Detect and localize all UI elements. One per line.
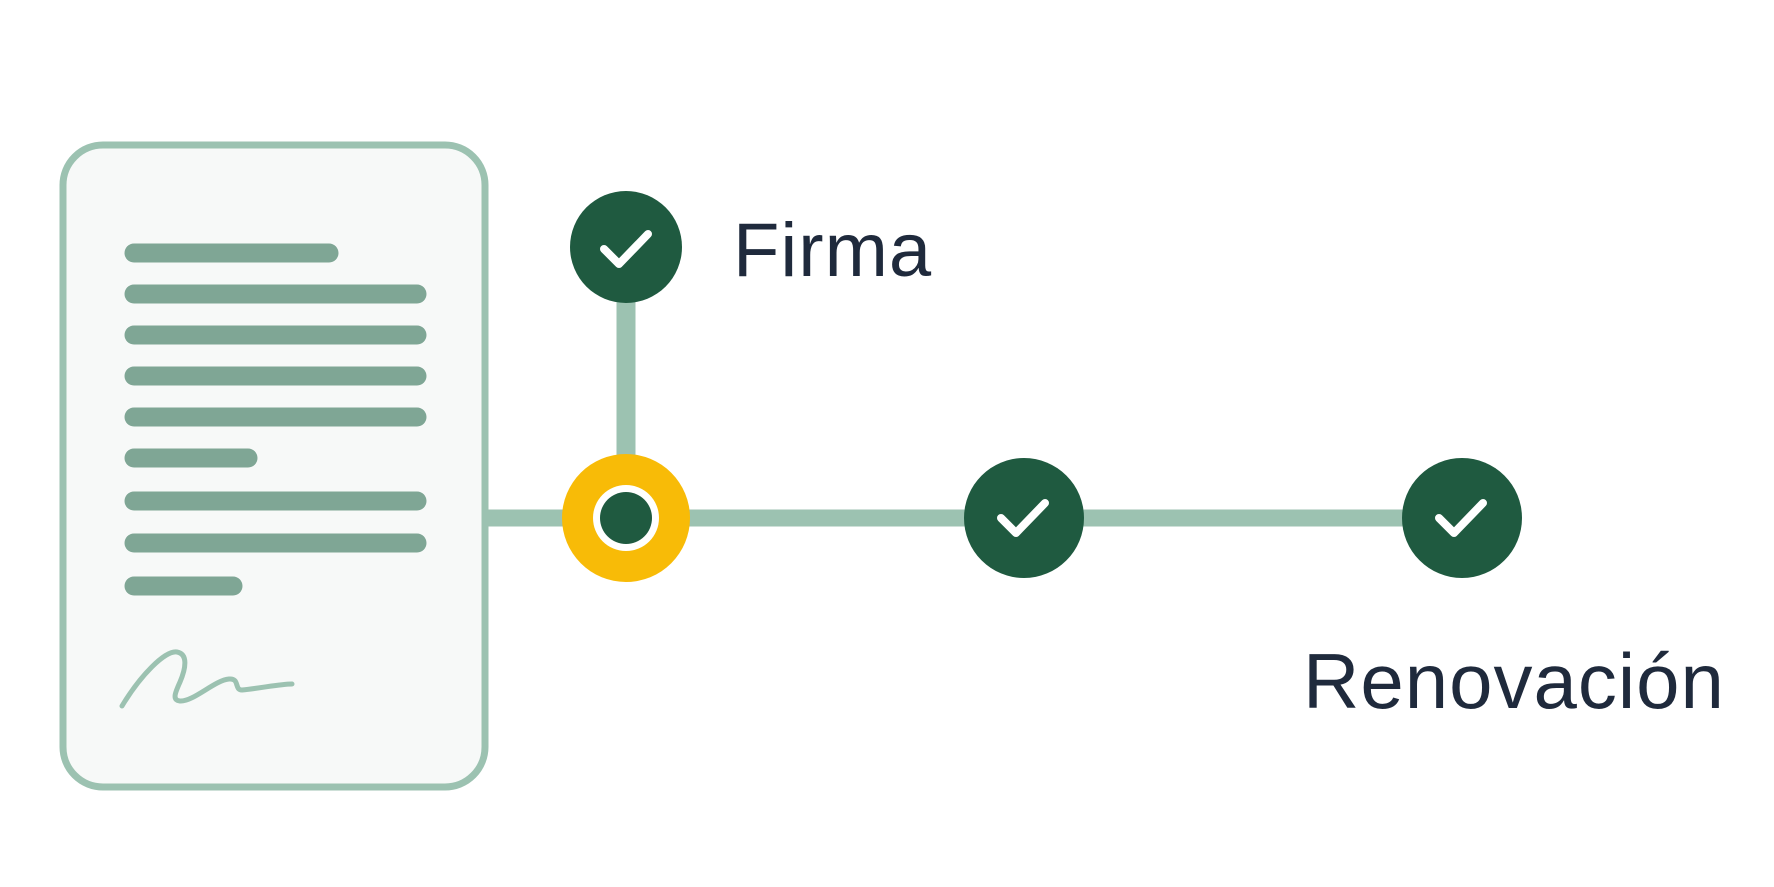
step-node-circle: [1402, 458, 1522, 578]
step-label-firma: Firma: [733, 208, 933, 293]
contract-document-icon: [59, 141, 489, 791]
step-node-renovacion: [1402, 458, 1522, 578]
current-step-center: [600, 492, 652, 544]
step-node-firma: [570, 191, 682, 303]
step-node-circle: [570, 191, 682, 303]
signature-icon: [119, 649, 295, 709]
document-text-lines: [124, 243, 427, 596]
check-icon: [1435, 499, 1487, 537]
step-label-renovacion: Renovación: [1303, 637, 1725, 725]
step-node-current: [562, 454, 690, 582]
step-node-circle: [964, 458, 1084, 578]
document-card: [59, 141, 489, 791]
check-icon: [600, 230, 652, 268]
check-icon: [997, 499, 1049, 537]
step-node-3: [964, 458, 1084, 578]
